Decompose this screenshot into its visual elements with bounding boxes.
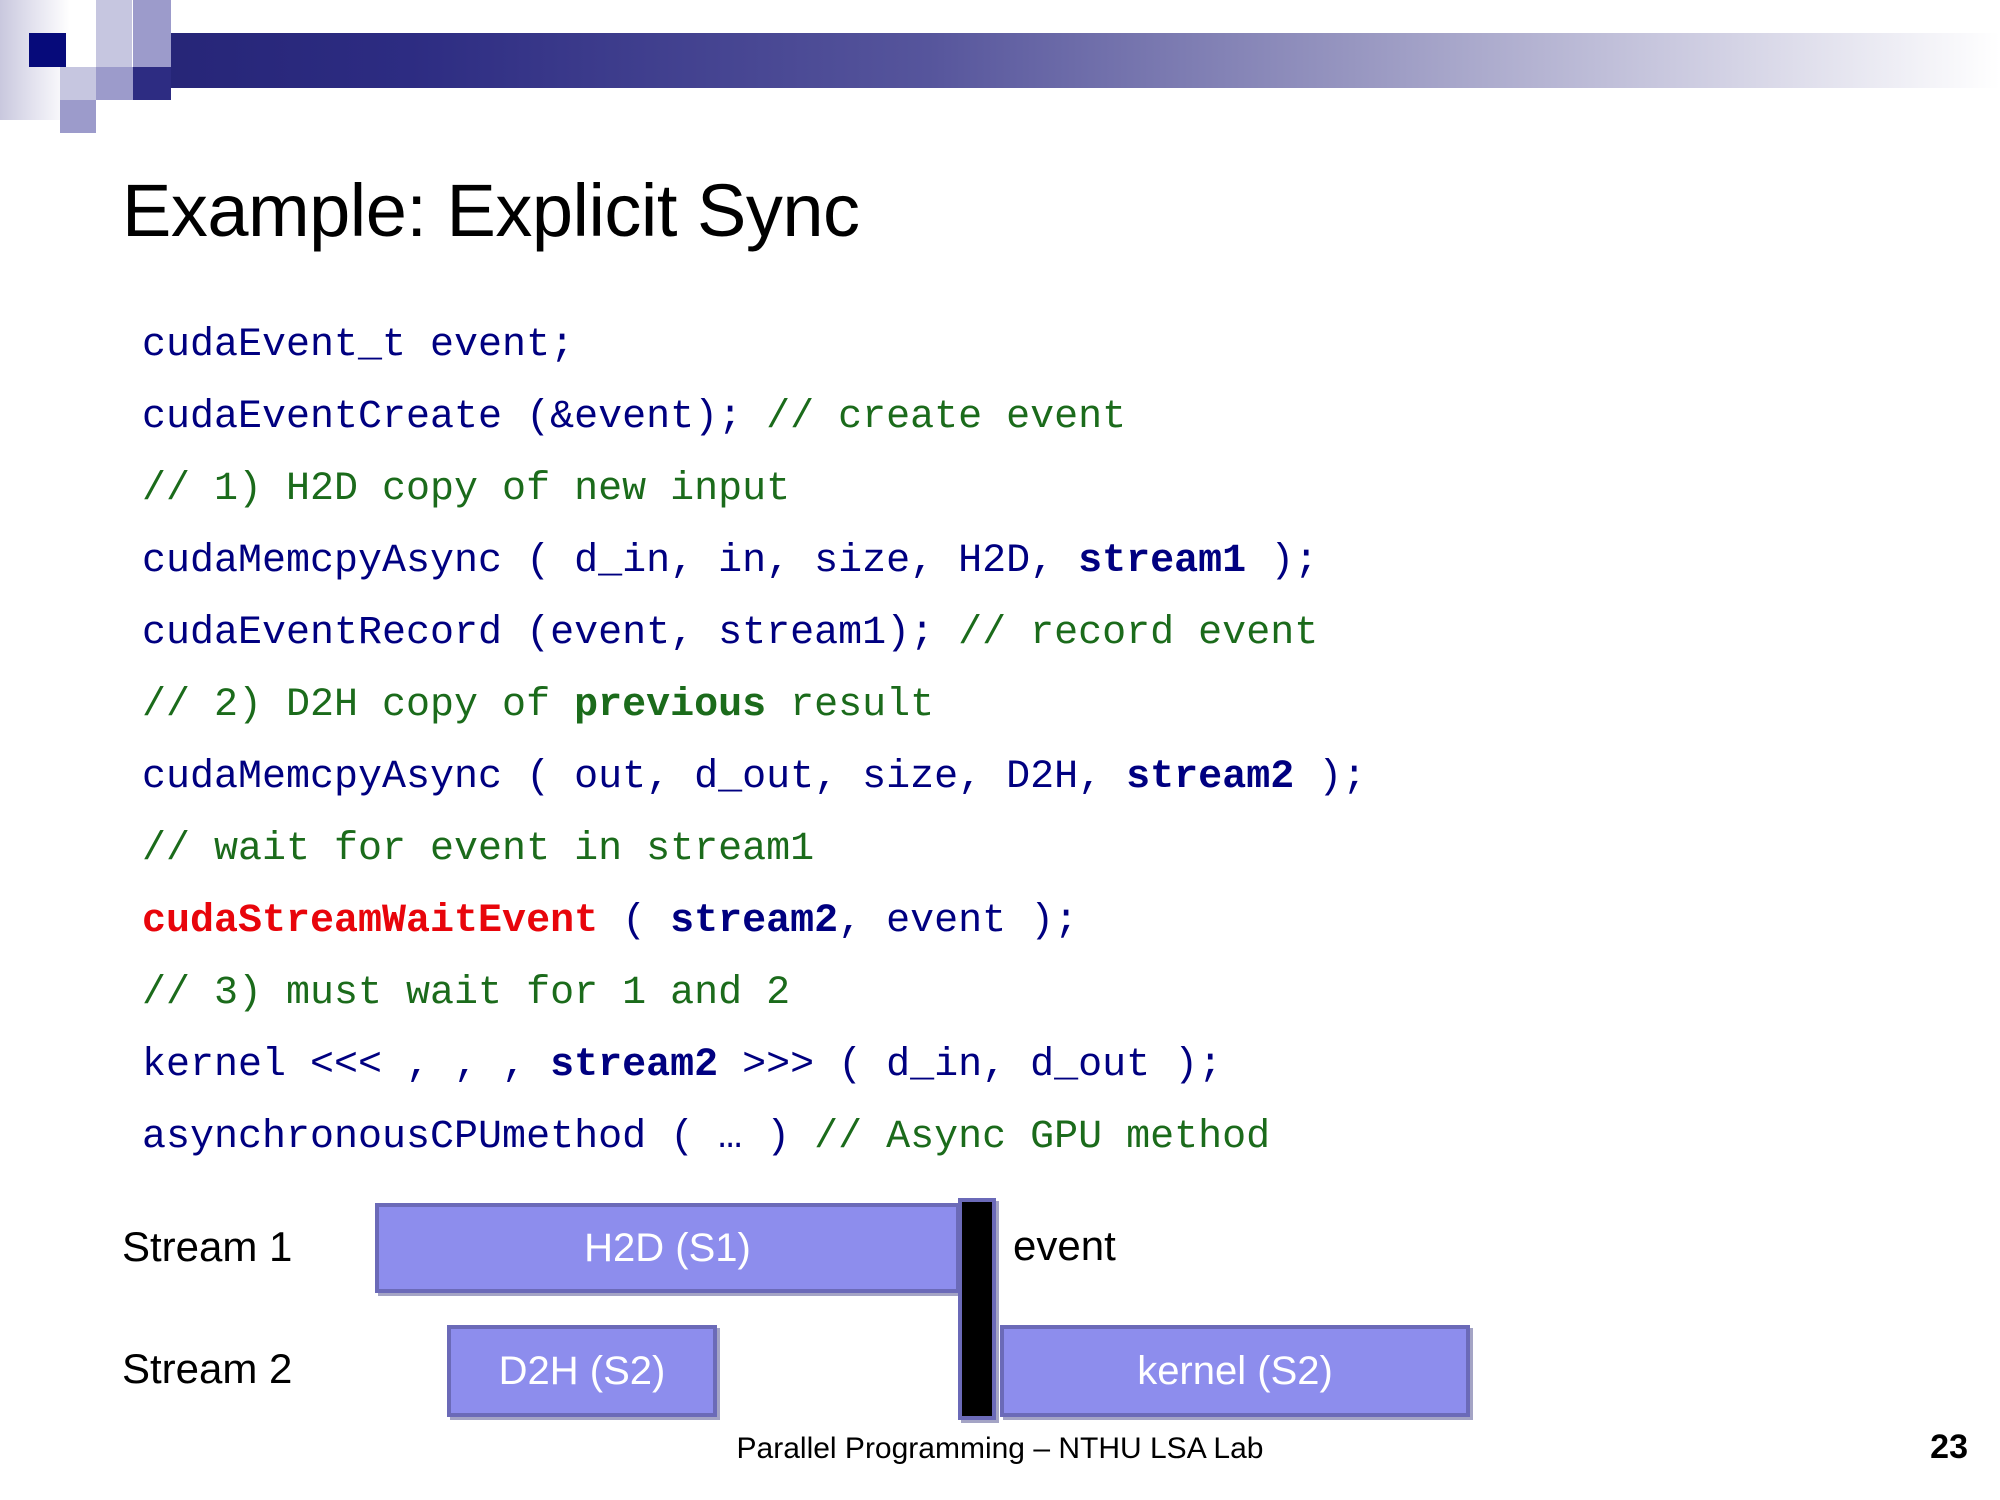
code-segment: // create event [766,395,1127,440]
code-segment: ( [598,899,671,944]
page-title: Example: Explicit Sync [122,168,860,252]
code-segment: asynchronousCPUmethod ( … ) [142,1115,815,1160]
code-segment: cudaMemcpyAsync ( out, d_out, size, D2H, [142,755,1127,800]
event-marker-label: event [1013,1222,1116,1269]
code-segment: // record event [958,611,1319,656]
code-line: cudaEventCreate (&event); // create even… [142,382,1902,454]
code-line: cudaMemcpyAsync ( d_in, in, size, H2D, s… [142,526,1902,598]
code-segment: // 3) must wait for 1 and 2 [142,971,791,1016]
header-square-navy [29,33,66,67]
code-segment: previous [574,683,767,728]
code-segment: cudaEventRecord (event, stream1); [142,611,959,656]
code-line: cudaEvent_t event; [142,310,1902,382]
code-segment: // 2) D2H copy of [142,683,575,728]
header-square-mid-1 [133,0,171,33]
header-gradient-bar [152,33,2000,88]
header-square-light-2 [96,33,132,67]
code-segment: cudaEvent_t event; [142,323,575,368]
header-square-mid-4 [60,100,96,133]
code-segment: // Async GPU method [814,1115,1271,1160]
code-line: // wait for event in stream1 [142,814,1902,886]
code-line: kernel <<< , , , stream2 >>> ( d_in, d_o… [142,1030,1902,1102]
code-segment: stream2 [670,899,839,944]
timeline-bar-d2h-s2[interactable]: D2H (S2) [447,1325,717,1417]
slide-page-number: 23 [1930,1428,1968,1466]
code-line: // 3) must wait for 1 and 2 [142,958,1902,1030]
code-line: cudaStreamWaitEvent ( stream2, event ); [142,886,1902,958]
code-segment: >>> ( d_in, d_out ); [718,1043,1223,1088]
code-line: // 1) H2D copy of new input [142,454,1902,526]
header-square-mid-3 [96,67,133,100]
code-segment: stream1 [1078,539,1247,584]
timeline-bar-h2d-s1[interactable]: H2D (S1) [375,1203,960,1293]
timeline-bar-kernel-s2[interactable]: kernel (S2) [1000,1325,1470,1417]
lane-label-stream-1: Stream 1 [122,1223,293,1270]
code-segment: ); [1246,539,1319,584]
code-segment: cudaMemcpyAsync ( d_in, in, size, H2D, [142,539,1079,584]
code-segment: cudaStreamWaitEvent [142,899,599,944]
code-segment: // 1) H2D copy of new input [142,467,791,512]
code-line: cudaMemcpyAsync ( out, d_out, size, D2H,… [142,742,1902,814]
lane-label-stream-2: Stream 2 [122,1345,293,1392]
code-segment: stream2 [550,1043,719,1088]
slide-header-decoration [0,0,2000,133]
code-segment: stream2 [1126,755,1295,800]
header-square-dark-1 [133,67,171,100]
code-line: // 2) D2H copy of previous result [142,670,1902,742]
code-block: cudaEvent_t event; cudaEventCreate (&even… [142,310,1902,1174]
header-square-light-3 [60,67,96,100]
header-square-light-1 [96,0,132,33]
code-line: asynchronousCPUmethod ( … ) // Async GPU… [142,1102,1902,1174]
slide-footer: Parallel Programming – NTHU LSA Lab [736,1432,1264,1465]
code-segment: cudaEventCreate (&event); [142,395,767,440]
code-segment: kernel <<< , , , [142,1043,551,1088]
header-square-mid-2 [133,33,171,67]
code-segment: // wait for event in stream1 [142,827,815,872]
code-segment: ); [1294,755,1367,800]
code-segment: result [766,683,935,728]
code-line: cudaEventRecord (event, stream1); // rec… [142,598,1902,670]
event-marker[interactable] [958,1198,996,1420]
code-segment: , event ); [838,899,1079,944]
